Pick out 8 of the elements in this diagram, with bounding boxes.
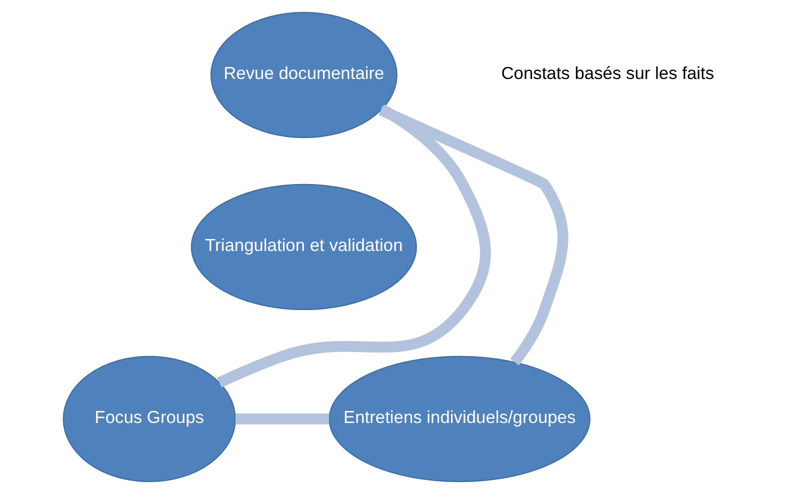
node-ellipse: Entretiens individuels/groupes — [328, 356, 590, 482]
connector — [378, 105, 568, 366]
node-ellipse: Triangulation et validation — [190, 184, 416, 310]
connector — [234, 414, 329, 424]
node-ellipse: Revue documentaire — [210, 12, 397, 138]
connector — [216, 104, 490, 388]
node-ellipse: Focus Groups — [62, 356, 236, 482]
label: Constats basés sur les faits — [500, 63, 714, 84]
